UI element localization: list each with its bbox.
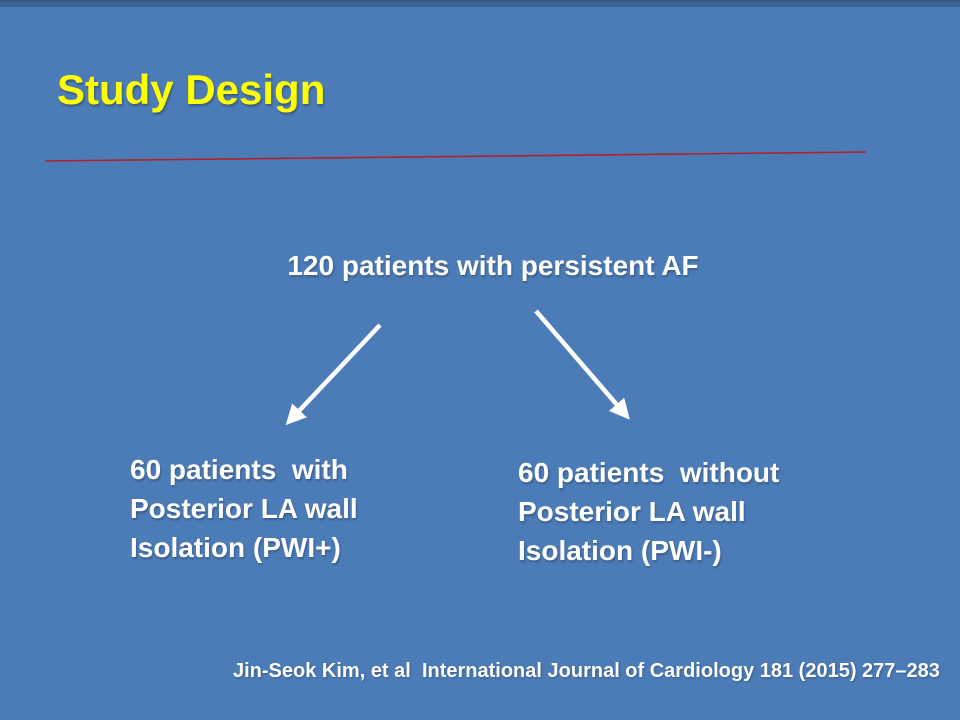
citation: Jin-Seok Kim, et al International Journa… [233,660,940,682]
diagram-left-node: 60 patients with Posterior LA wall Isola… [130,450,358,567]
title-divider-line [44,151,867,162]
diagram-right-node: 60 patients without Posterior LA wall Is… [518,453,779,570]
left-branch-arrow [285,323,382,426]
left-node-line-2: Posterior LA wall [130,493,358,524]
right-node-line-3: Isolation (PWI-) [518,535,722,566]
slide-title: Study Design [57,66,326,113]
top-accent-bar [0,0,960,7]
left-node-line-1: 60 patients with [130,454,348,485]
diagram-root-node: 120 patients with persistent AF [287,250,699,281]
right-node-line-2: Posterior LA wall [518,496,746,527]
right-branch-arrow [534,309,630,420]
left-node-line-3: Isolation (PWI+) [130,532,341,563]
right-node-line-1: 60 patients without [518,457,780,488]
